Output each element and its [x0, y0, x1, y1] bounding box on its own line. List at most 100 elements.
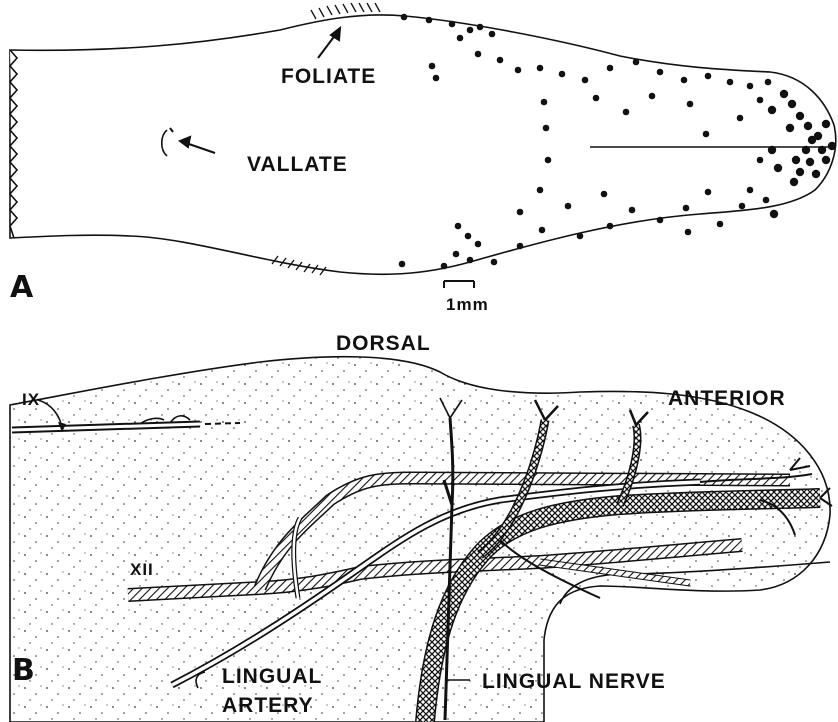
ix-label: IX: [22, 390, 40, 409]
fungiform-papilla-dot: [703, 131, 710, 138]
fungiform-papilla-dot: [812, 170, 820, 178]
fungiform-papilla-dot: [765, 79, 772, 86]
fungiform-papilla-dot: [808, 136, 816, 144]
fungiform-papilla-dot: [687, 101, 694, 108]
fungiform-papilla-dot: [717, 221, 724, 228]
fungiform-papilla-dot: [517, 209, 524, 216]
fungiform-papilla-dot: [491, 259, 498, 266]
fungiform-papilla-dot: [455, 223, 462, 230]
fungiform-papilla-dot: [822, 156, 830, 164]
vallate-arrow: [180, 137, 215, 153]
fungiform-papilla-dot: [429, 63, 436, 70]
fungiform-papilla-dot: [657, 217, 664, 224]
fungiform-papilla-dot: [545, 157, 552, 164]
fungiform-papilla-dot: [475, 241, 482, 248]
fungiform-papilla-dot: [757, 157, 764, 164]
fungiform-papilla-dot: [467, 257, 474, 264]
fungiform-papilla-dot: [790, 178, 798, 186]
fungiform-papilla-dot: [559, 71, 566, 78]
fungiform-papilla-dot: [467, 27, 474, 34]
fungiform-papilla-dot: [515, 67, 522, 74]
fungiform-papilla-dot: [649, 93, 656, 100]
fungiform-papilla-dot: [465, 233, 472, 240]
fungiform-papilla-dot: [788, 100, 796, 108]
fungiform-papilla-dot: [489, 31, 496, 38]
foliate-label: FOLIATE: [281, 65, 376, 88]
fungiform-papilla-dot: [802, 146, 810, 154]
fungiform-papilla-dot: [543, 125, 550, 132]
fungiform-papilla-dot: [727, 79, 734, 86]
vallate-papilla: [162, 130, 167, 156]
lingual-nerve-label: LINGUAL NERVE: [482, 670, 666, 693]
fungiform-papilla-dot: [449, 21, 456, 28]
fungiform-papilla-dot: [747, 187, 754, 194]
fungiform-papilla-dot: [685, 229, 692, 236]
fungiform-papilla-dot: [737, 115, 744, 122]
fungiform-papilla-dot: [577, 233, 584, 240]
panel-b-letter: B: [12, 653, 35, 688]
fungiform-papilla-dot: [792, 156, 800, 164]
fungiform-papilla-dot: [768, 106, 776, 114]
fungiform-papilla-dot: [770, 210, 778, 218]
tongue-lateral-outline: [10, 357, 830, 722]
vallate-label: VALLATE: [247, 153, 348, 176]
fungiform-papilla-dot: [828, 142, 836, 150]
tongue-outline-dorsal-view: [10, 15, 836, 274]
panel-a-letter: A: [10, 270, 34, 305]
lingual-artery-label-line1: LINGUAL: [222, 665, 322, 688]
fungiform-papilla-dot: [541, 99, 548, 106]
fungiform-papilla-dot: [565, 203, 572, 210]
fungiform-papilla-dot: [629, 207, 636, 214]
panel-b: DORSAL ANTERIOR IX XII LINGUAL ARTERY LI…: [10, 332, 832, 722]
fungiform-papilla-dot: [818, 146, 826, 154]
fungiform-papilla-dot: [705, 73, 712, 80]
foliate-arrow: [318, 28, 340, 58]
fungiform-papilla-dot: [399, 261, 406, 268]
fungiform-papillae: [399, 14, 837, 270]
fungiform-papilla-dot: [497, 57, 504, 64]
fungiform-papilla-dot: [774, 164, 782, 172]
lingual-artery-label-line2: ARTERY: [222, 694, 314, 717]
fungiform-papilla-dot: [804, 122, 812, 130]
fungiform-papilla-dot: [681, 77, 688, 84]
fungiform-papilla-dot: [537, 187, 544, 194]
fungiform-papilla-dot: [441, 263, 448, 270]
fungiform-papilla-dot: [657, 69, 664, 76]
dorsal-label: DORSAL: [336, 332, 431, 355]
foliate-papillae-bottom: [272, 256, 326, 275]
scale-bar-label: 1mm: [446, 295, 489, 314]
fungiform-papilla-dot: [426, 17, 433, 24]
vallate-papilla-mark: [170, 128, 173, 132]
fungiform-papilla-dot: [768, 146, 776, 154]
fungiform-papilla-dot: [786, 124, 794, 132]
fungiform-papilla-dot: [796, 168, 804, 176]
fungiform-papilla-dot: [475, 51, 482, 58]
fungiform-papilla-dot: [401, 14, 408, 21]
fungiform-papilla-dot: [705, 189, 712, 196]
fungiform-papilla-dot: [739, 203, 746, 210]
fungiform-papilla-dot: [457, 35, 464, 42]
fungiform-papilla-dot: [763, 197, 770, 204]
fungiform-papilla-dot: [582, 77, 589, 84]
fungiform-papilla-dot: [623, 109, 630, 116]
panel-a: 1mm FOLIATE VALLATE A: [10, 3, 836, 314]
fungiform-papilla-dot: [477, 24, 484, 31]
fungiform-papilla-dot: [593, 95, 600, 102]
fungiform-papilla-dot: [633, 59, 640, 66]
fungiform-papilla-dot: [806, 158, 814, 166]
xii-label: XII: [130, 560, 154, 579]
fungiform-papilla-dot: [796, 112, 804, 120]
fungiform-papilla-dot: [539, 227, 546, 234]
scale-bar: [444, 281, 474, 288]
fungiform-papilla-dot: [601, 191, 608, 198]
fungiform-papilla-dot: [757, 97, 764, 104]
fungiform-papilla-dot: [747, 83, 754, 90]
fungiform-papilla-dot: [683, 205, 690, 212]
anterior-label: ANTERIOR: [668, 387, 786, 410]
fungiform-papilla-dot: [780, 90, 788, 98]
fungiform-papilla-dot: [517, 243, 524, 250]
fungiform-papilla-dot: [537, 65, 544, 72]
fungiform-papilla-dot: [822, 120, 830, 128]
fungiform-papilla-dot: [607, 65, 614, 72]
